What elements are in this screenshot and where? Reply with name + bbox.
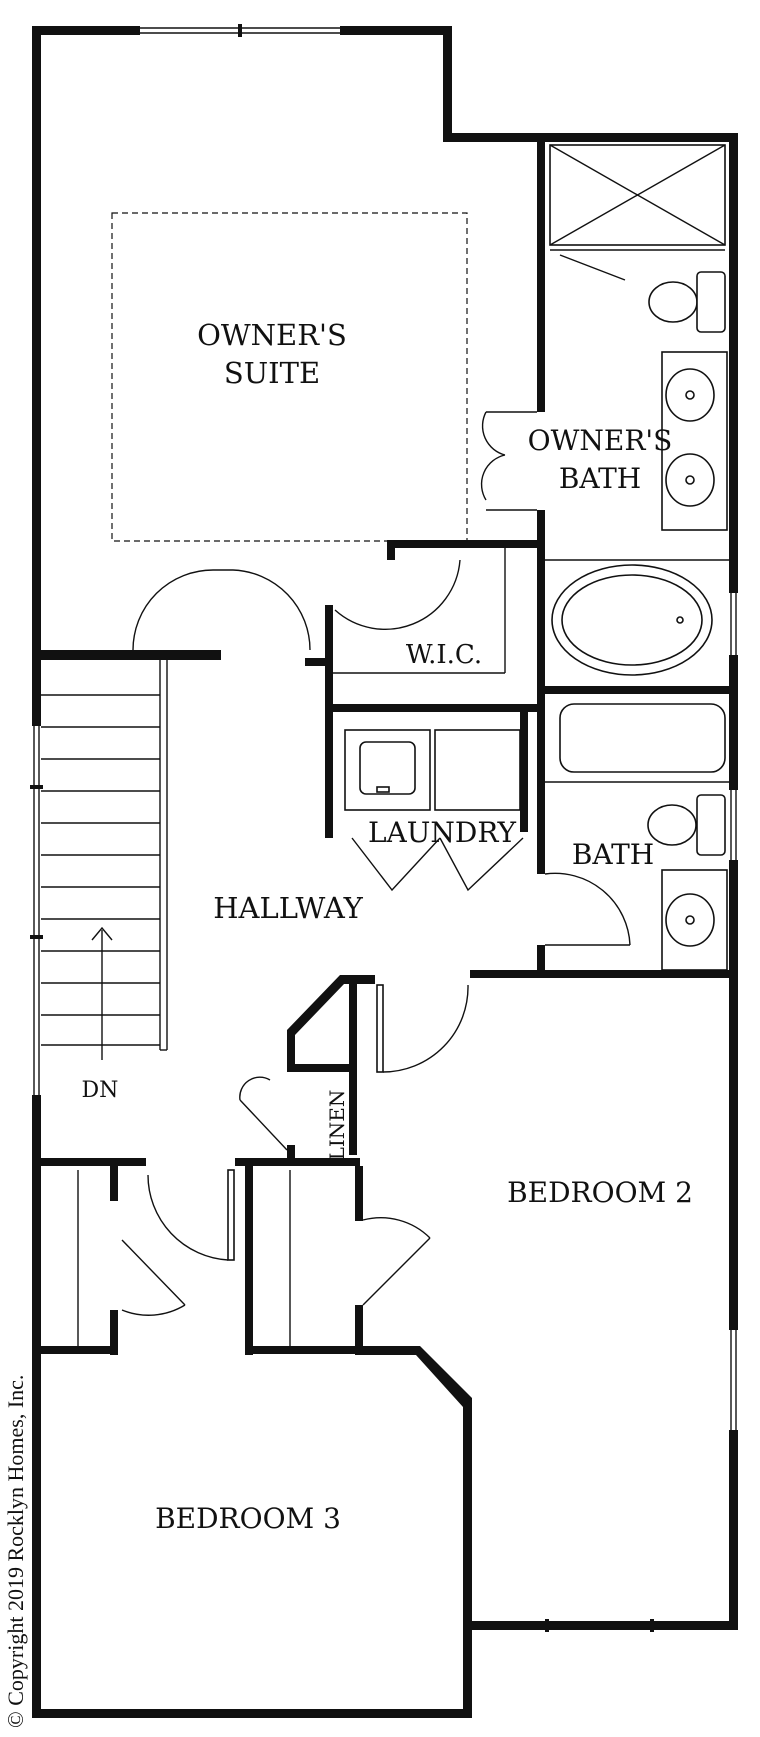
owners-vanity — [545, 351, 729, 561]
wic-shelf — [333, 548, 506, 674]
copyright-text: © Copyright 2019 Rocklyn Homes, Inc. — [3, 1375, 28, 1728]
hall-bath-fixtures — [545, 703, 729, 971]
owners-suite-label-line2: SUITE — [224, 356, 320, 390]
washer-dryer — [344, 729, 521, 811]
interior-walls — [41, 140, 738, 1355]
door-swings — [77, 411, 631, 1346]
tray-ceiling-outline — [111, 212, 468, 542]
owners-toilet — [648, 271, 726, 333]
owners-bath-label-line2: BATH — [559, 462, 641, 495]
exterior-walls — [30, 24, 738, 1718]
owners-tub — [551, 564, 713, 676]
staircase — [41, 660, 168, 1060]
bath-label: BATH — [572, 838, 654, 871]
owners-suite-label-line1: OWNER'S — [197, 318, 347, 352]
owners-bath-label-line1: OWNER'S — [528, 424, 673, 457]
wic-label: W.I.C. — [406, 640, 482, 670]
bedroom-3-label: BEDROOM 3 — [155, 1502, 341, 1535]
laundry-label: LAUNDRY — [368, 816, 517, 849]
bedroom-2-label: BEDROOM 2 — [507, 1176, 693, 1209]
owners-shower — [549, 144, 726, 281]
linen-label: LINEN — [325, 1090, 349, 1161]
hallway-label: HALLWAY — [213, 891, 363, 925]
stairs-down-label: DN — [82, 1078, 119, 1103]
